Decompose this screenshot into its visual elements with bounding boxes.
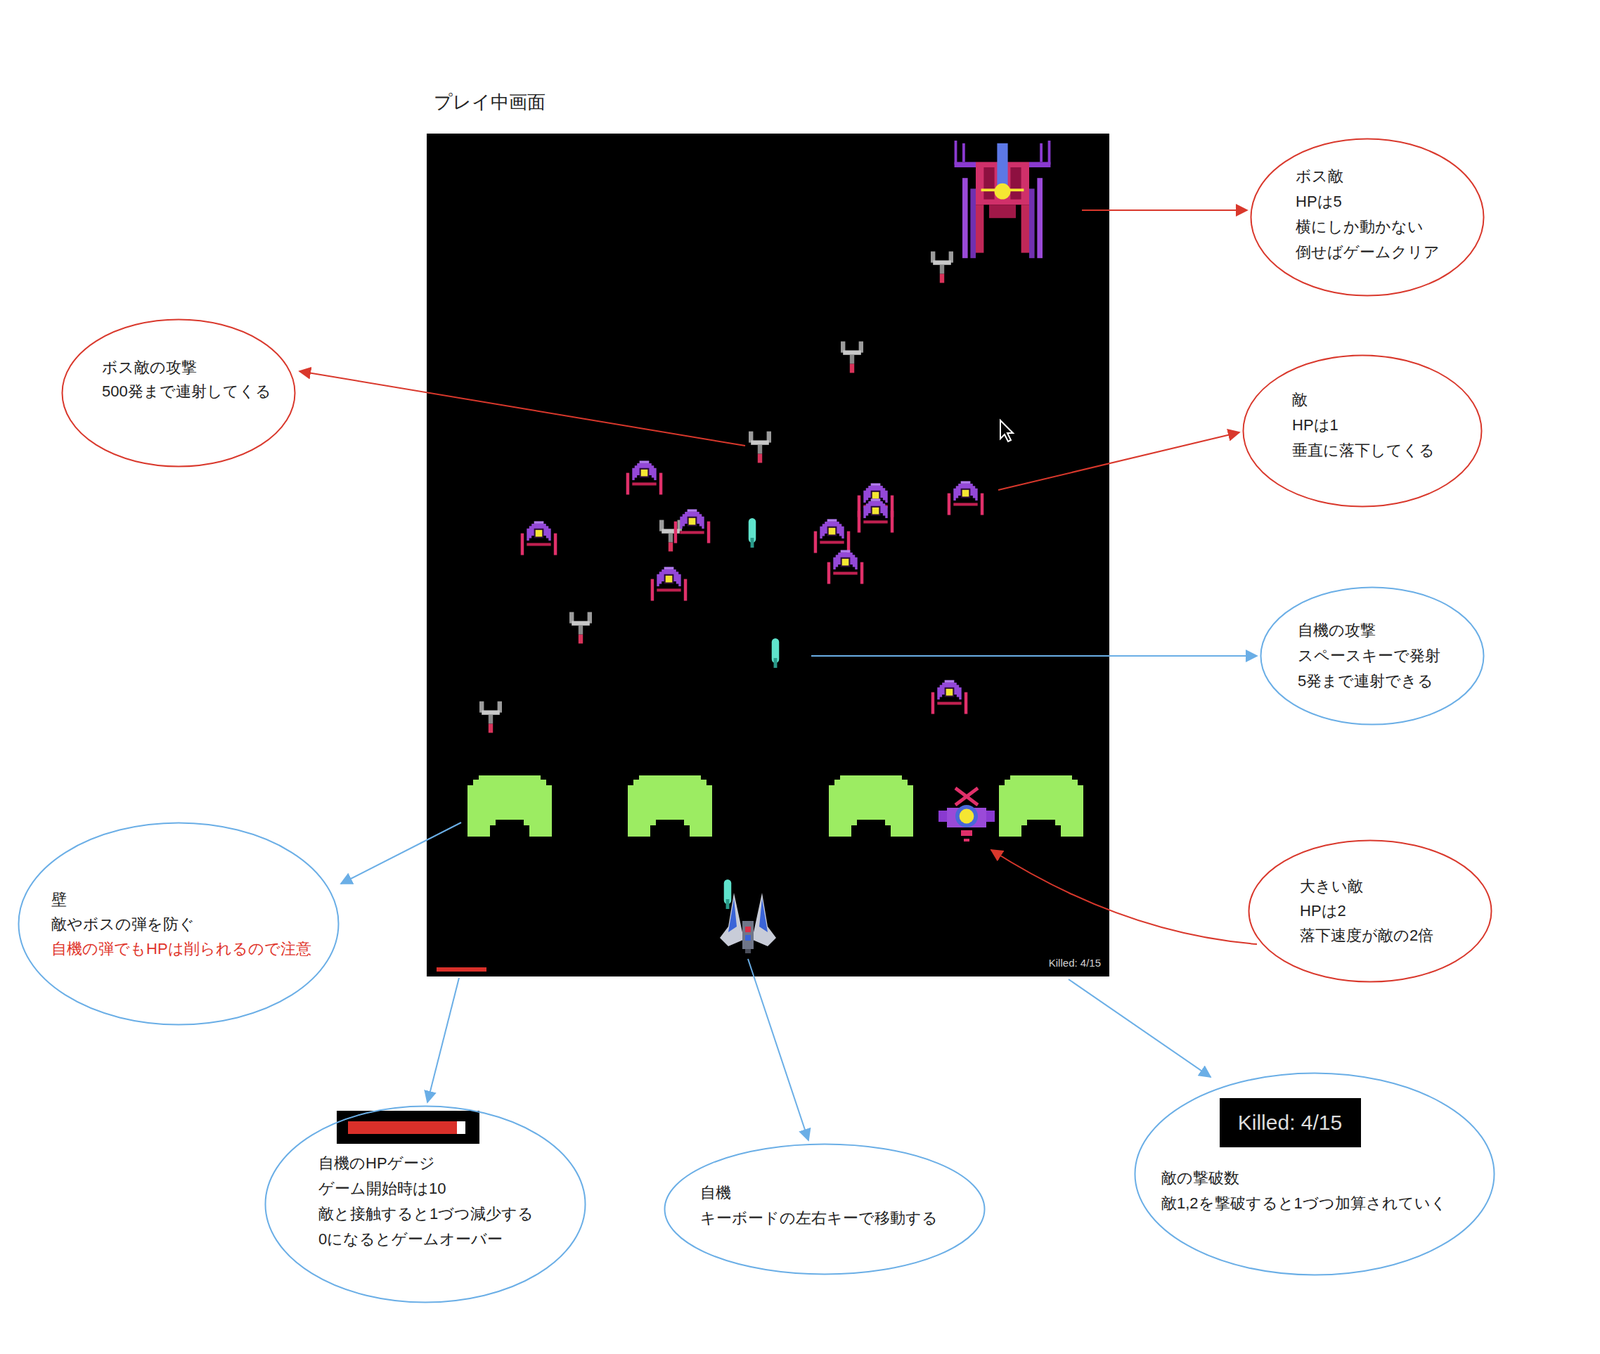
callout-text: 横にしか動かない — [1295, 217, 1424, 237]
player-shot — [724, 879, 732, 909]
leader-line — [1068, 979, 1211, 1077]
game-screen — [426, 133, 1110, 977]
wall — [828, 775, 914, 837]
callout-ellipse: 壁敵やボスの弾を防ぐ自機の弾でもHPは削られるので注意 — [17, 821, 340, 1026]
ellipse-outline — [18, 823, 339, 1025]
enemy — [931, 679, 969, 714]
leader-line — [340, 822, 462, 884]
callout-heading: 自機の攻撃 — [1297, 621, 1376, 640]
callout-text: 5発まで連射できる — [1297, 672, 1434, 691]
callout-heading: 自機のHPゲージ — [318, 1154, 436, 1173]
kill-counter: Killed: 4/15 — [1048, 956, 1101, 970]
callout-ellipse: 自機のHPゲージゲーム開始時は10 敵と接触すると1づつ減少する 0になるとゲームオ… — [264, 1105, 587, 1304]
callout-heading: 敵 — [1292, 390, 1308, 410]
boss-enemy — [954, 140, 1051, 258]
ellipse-outline — [1135, 1073, 1495, 1276]
callout-heading: ボス敵 — [1295, 167, 1344, 186]
ellipse-outline — [1261, 587, 1485, 725]
callout-ellipse: ボス敵の攻撃 500発まで連射してくる — [61, 318, 296, 468]
ellipse-outline — [1243, 355, 1482, 507]
callout-heading: ボス敵の攻撃 — [101, 358, 197, 377]
callout-ellipse: 自機の攻撃スペースキーで発射 5発まで連射できる — [1259, 586, 1485, 726]
leader-line — [747, 958, 809, 1141]
mouse-cursor — [1000, 420, 1014, 442]
callout-text: HPは5 — [1295, 192, 1343, 211]
callout-text: 500発まで連射してくる — [101, 382, 272, 401]
wall — [467, 775, 552, 837]
leader-line — [427, 977, 460, 1103]
callout-text: 自機の弾でもHPは削られるので注意 — [51, 939, 312, 959]
ellipse-outline — [1251, 139, 1485, 296]
enemy — [520, 520, 558, 555]
leader-line — [811, 655, 1257, 657]
hp-bar — [436, 967, 487, 972]
leader-line — [299, 371, 746, 446]
ellipse-outline — [62, 319, 296, 467]
callout-text: 敵と接触すると1づつ減少する — [318, 1204, 534, 1224]
boss-bullet — [748, 431, 772, 464]
player-shot — [771, 638, 780, 668]
boss-bullet — [930, 251, 954, 284]
callout-ellipse: 敵 HPは1 垂直に落下してくる — [1242, 354, 1483, 508]
player-ship — [719, 892, 777, 954]
enemy — [857, 498, 895, 533]
enemy — [827, 549, 864, 584]
leader-line — [998, 432, 1240, 490]
boss-bullet — [840, 341, 864, 374]
ellipse-outline — [1242, 354, 1483, 508]
callout-heading: 壁 — [51, 890, 67, 909]
page-title: プレイ中画面 — [433, 90, 546, 114]
callout-text: 垂直に落下してくる — [1292, 441, 1435, 460]
callout-text: 敵1,2を撃破すると1づつ加算されていく — [1161, 1194, 1447, 1213]
callout-text: キーボードの左右キーで移動する — [700, 1209, 938, 1228]
callout-text: HPは2 — [1299, 901, 1347, 921]
ellipse-outline — [665, 1144, 985, 1275]
player-shot — [748, 518, 757, 548]
wall — [627, 775, 713, 837]
ellipse-outline — [1247, 839, 1493, 983]
callout-heading: 大きい敵 — [1299, 877, 1364, 896]
boss-bullet — [659, 520, 682, 552]
callout-text: 敵の撃破数 — [1161, 1169, 1240, 1188]
ellipse-outline — [264, 1105, 587, 1304]
callout-ellipse: Killed: 4/15 敵の撃破数敵1,2を撃破すると1づつ加算されていく — [1133, 1072, 1496, 1276]
callout-text: 落下速度が敵の2倍 — [1299, 926, 1434, 945]
enemy — [814, 518, 851, 553]
ellipse-outline — [1249, 840, 1492, 983]
enemy — [650, 566, 688, 601]
callout-text: HPは1 — [1292, 416, 1339, 435]
callout-heading: 自機 — [700, 1183, 732, 1203]
callout-text: 0になるとゲームオーバー — [318, 1230, 503, 1249]
boss-bullet — [569, 612, 592, 644]
callout-ellipse: 大きい敵 HPは2 落下速度が敵の2倍 — [1247, 839, 1493, 983]
wall — [998, 775, 1084, 837]
callout-text: 倒せばゲームクリア — [1295, 243, 1440, 262]
enemy — [626, 460, 663, 495]
leader-line — [1081, 209, 1248, 211]
kill-counter-image: Killed: 4/15 — [1219, 1098, 1361, 1148]
boss-bullet — [479, 701, 502, 734]
callout-ellipse: 自機キーボードの左右キーで移動する — [663, 1143, 986, 1276]
enemy — [674, 508, 711, 543]
big-enemy — [938, 788, 995, 842]
leader-line — [991, 849, 1257, 945]
callout-ellipse: ボス敵 HPは5 横にしか動かない倒せばゲームクリア — [1249, 137, 1485, 297]
callout-text: 敵やボスの弾を防ぐ — [51, 915, 195, 934]
enemy — [947, 480, 985, 515]
callout-text: スペースキーで発射 — [1297, 646, 1441, 666]
ellipse-outline — [265, 1106, 586, 1303]
ellipse-outline — [1249, 137, 1485, 297]
callout-text: ゲーム開始時は10 — [318, 1179, 446, 1198]
